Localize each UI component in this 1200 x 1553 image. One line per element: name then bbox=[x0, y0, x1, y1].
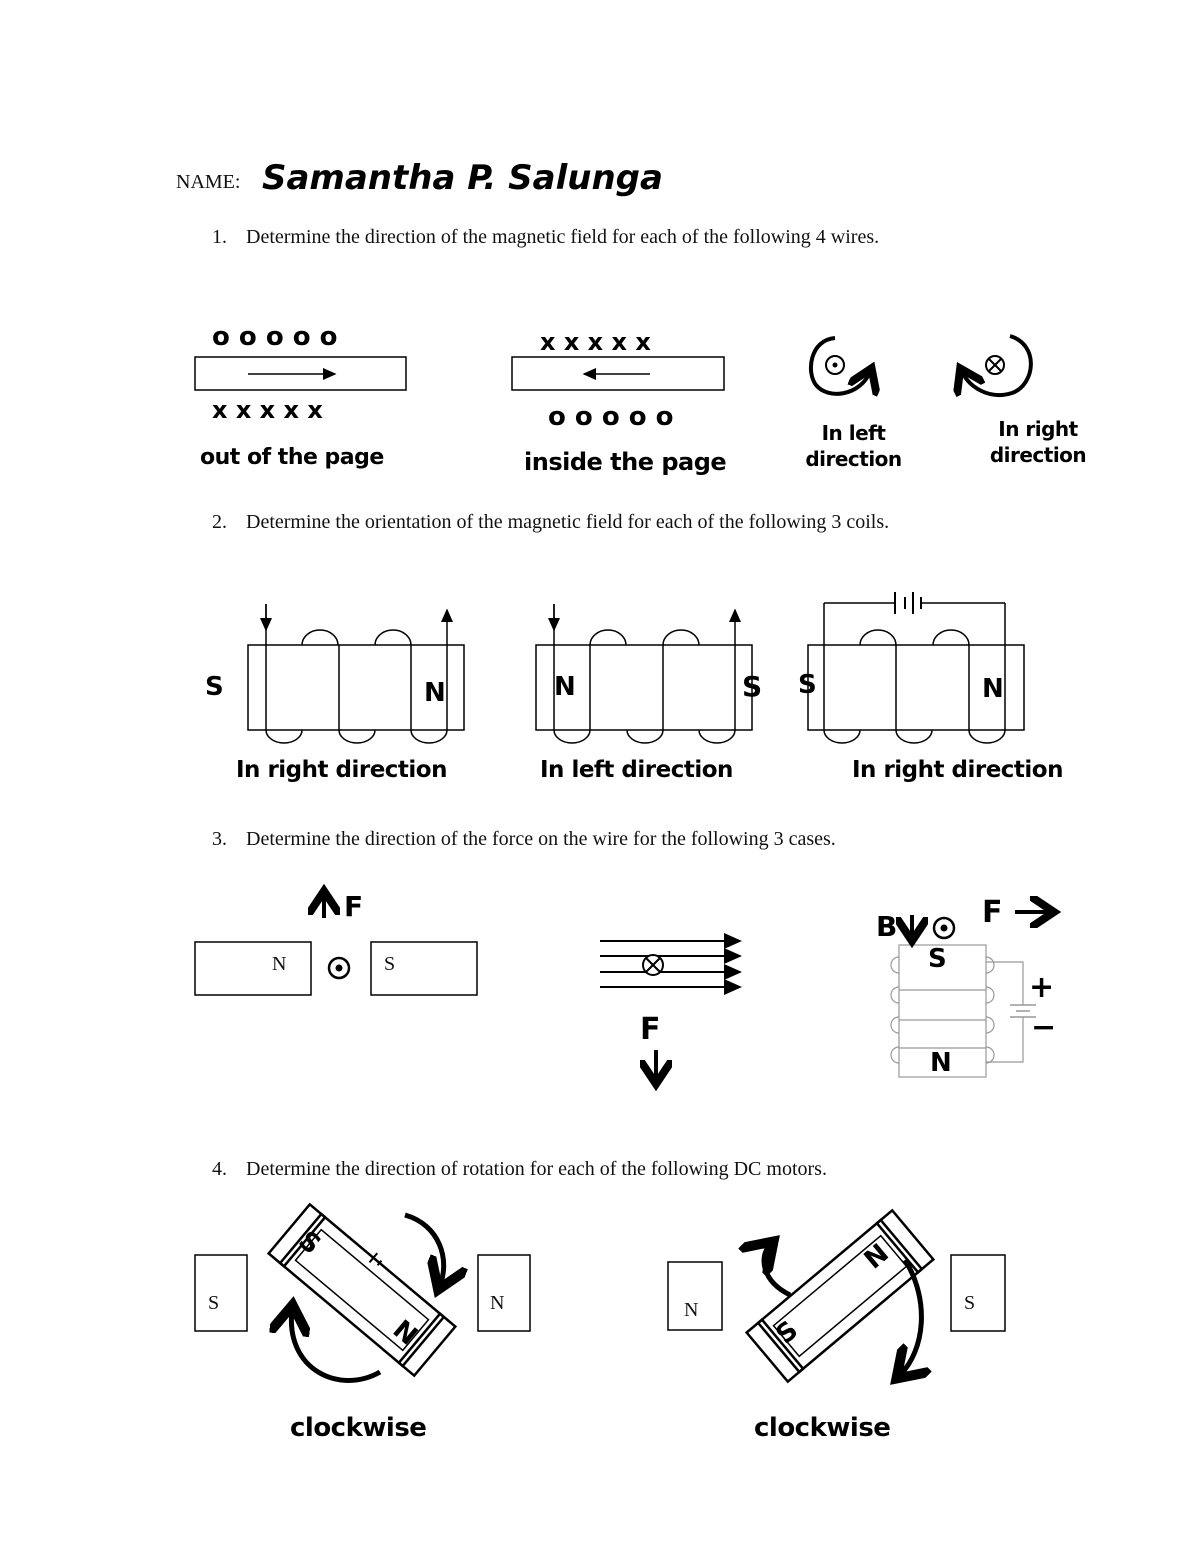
q2-coil2-right-pole: S bbox=[742, 670, 762, 703]
q3-case3-plus: + bbox=[1029, 970, 1054, 1005]
q1-wire-1: o o o o o x x x x x bbox=[194, 322, 407, 424]
q2-coil-1 bbox=[247, 604, 465, 744]
q3-case3-top-pole: S bbox=[928, 944, 947, 974]
q2-coil2-left-pole: N bbox=[554, 672, 576, 702]
q4-motor-1 bbox=[194, 1202, 531, 1383]
q3-case3-field-label: B bbox=[876, 910, 897, 943]
q1-wire-2: x x x x x o o o o o bbox=[511, 328, 725, 432]
q2-answer-2: In left direction bbox=[540, 757, 733, 783]
q2-coil1-right-pole: N bbox=[424, 678, 446, 708]
q4-motor2-rotor bbox=[744, 1208, 936, 1384]
question-2-text: Determine the orientation of the magneti… bbox=[246, 511, 890, 533]
q4-motor2-rotation-arrow-right bbox=[900, 1258, 921, 1375]
q4-motor1-rotation-arrow-bottom bbox=[291, 1310, 382, 1383]
q1-wire-4 bbox=[962, 334, 1033, 395]
q4-motor2-right-magnet: S bbox=[964, 1292, 976, 1314]
q2-coil-2 bbox=[535, 604, 753, 744]
q1-wire-3 bbox=[808, 336, 870, 394]
question-1-number: 1. bbox=[212, 226, 227, 248]
question-3-number: 3. bbox=[212, 828, 227, 850]
q1-wire1-in-marks: x x x x x bbox=[212, 396, 323, 424]
q1-answer-4: In right direction bbox=[989, 417, 1087, 467]
q1-wire4-curl-arrow bbox=[962, 334, 1033, 395]
q2-coil1-left-pole: S bbox=[205, 672, 224, 702]
q3-case1-magnet-right: S bbox=[384, 953, 396, 975]
name-label: NAME: bbox=[176, 171, 241, 193]
q3-case-3 bbox=[890, 912, 1050, 1078]
q4-motor2-answer: clockwise bbox=[754, 1413, 891, 1443]
q3-case3-minus: − bbox=[1031, 1010, 1056, 1045]
q3-case-1 bbox=[194, 895, 478, 996]
question-1-text: Determine the direction of the magnetic … bbox=[246, 226, 880, 248]
student-name: Samantha P. Salunga bbox=[262, 158, 663, 198]
q4-motor1-left-magnet: S bbox=[208, 1292, 220, 1314]
q2-coil3-left-pole: S bbox=[798, 670, 817, 700]
question-4-text: Determine the direction of rotation for … bbox=[246, 1158, 827, 1180]
q3-case2-force-label: F bbox=[640, 1012, 661, 1047]
q1-wire3-curl-arrow bbox=[808, 336, 870, 394]
q1-wire1-out-marks: o o o o o bbox=[212, 322, 338, 352]
q2-coil-3 bbox=[807, 592, 1025, 744]
q4-motor2-left-magnet: N bbox=[684, 1299, 699, 1321]
q4-motor1-rotor bbox=[266, 1202, 458, 1378]
q3-case3-force-label: F bbox=[982, 895, 1003, 930]
q1-wire2-out-marks: o o o o o bbox=[548, 402, 674, 432]
question-2-number: 2. bbox=[212, 511, 227, 533]
q3-case1-magnet-left: N bbox=[272, 953, 287, 975]
q2-answer-3: In right direction bbox=[852, 757, 1063, 783]
q4-motor1-answer: clockwise bbox=[290, 1413, 427, 1443]
q3-case-2 bbox=[600, 933, 742, 1080]
question-3-text: Determine the direction of the force on … bbox=[246, 828, 836, 850]
q1-answer-1: out of the page bbox=[200, 445, 384, 470]
question-4-number: 4. bbox=[212, 1158, 227, 1180]
q1-answer-2: inside the page bbox=[524, 448, 727, 476]
q3-case3-bottom-pole: N bbox=[930, 1048, 952, 1078]
q4-motor1-rotation-arrow-top bbox=[404, 1212, 444, 1285]
q4-motor-2 bbox=[667, 1208, 1006, 1384]
q1-wire2-in-marks: x x x x x bbox=[540, 328, 651, 356]
q4-motor2-rotation-arrow-left bbox=[764, 1245, 792, 1298]
q2-coil3-right-pole: N bbox=[982, 674, 1004, 704]
q2-answer-1: In right direction bbox=[236, 757, 447, 783]
q1-answer-3: In left direction bbox=[805, 421, 902, 471]
q4-motor1-right-magnet: N bbox=[490, 1292, 505, 1314]
q3-case1-force-label: F bbox=[344, 890, 363, 923]
